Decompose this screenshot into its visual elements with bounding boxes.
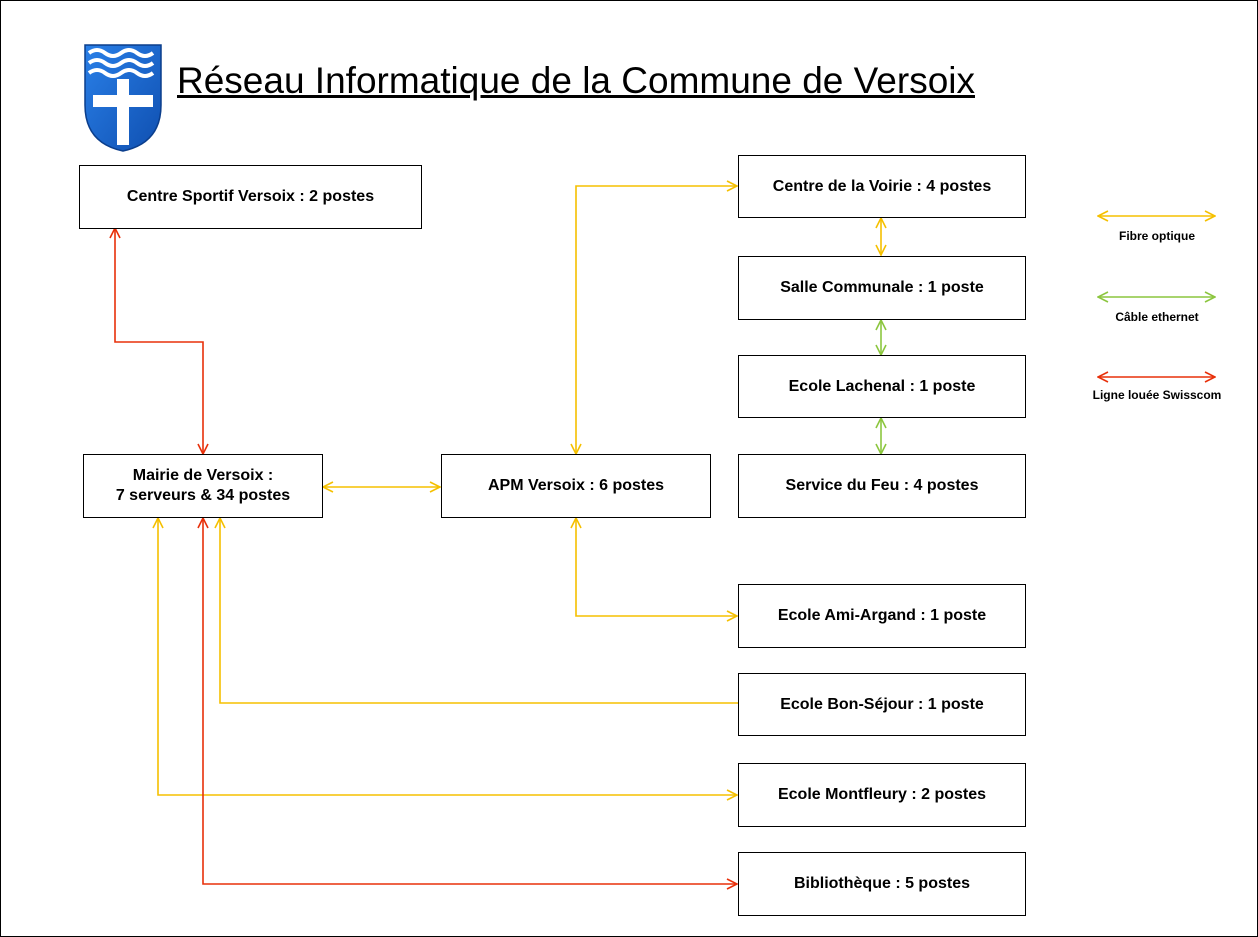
link-mairie-centre-sportif	[115, 228, 203, 454]
node-ecole-ami-argand: Ecole Ami-Argand : 1 poste	[738, 584, 1026, 648]
link-mairie-montfleury	[158, 518, 737, 795]
node-mairie-label-line1: Mairie de Versoix :	[132, 467, 274, 484]
node-service-feu-label: Service du Feu : 4 postes	[785, 477, 979, 494]
link-mairie-bibliotheque	[203, 518, 737, 884]
legend-fibre-label: Fibre optique	[1119, 229, 1195, 243]
node-ecole-montfleury: Ecole Montfleury : 2 postes	[738, 763, 1026, 827]
legend-ethernet-label: Câble ethernet	[1115, 310, 1199, 324]
node-ecole-bon-sejour: Ecole Bon-Séjour : 1 poste	[738, 673, 1026, 736]
node-bibliotheque: Bibliothèque : 5 postes	[738, 852, 1026, 916]
node-ecole-lachenal-label: Ecole Lachenal : 1 poste	[788, 377, 976, 395]
node-salle-communale-label: Salle Communale : 1 poste	[780, 279, 984, 296]
node-centre-sportif-label: Centre Sportif Versoix : 2 postes	[126, 188, 375, 205]
node-voirie-label: Centre de la Voirie : 4 postes	[772, 177, 992, 195]
node-apm: APM Versoix : 6 postes	[441, 454, 711, 518]
node-apm-label: APM Versoix : 6 postes	[487, 477, 665, 494]
node-ecole-bon-sejour-label: Ecole Bon-Séjour : 1 poste	[780, 695, 984, 713]
node-mairie: Mairie de Versoix : 7 serveurs & 34 post…	[83, 454, 323, 518]
node-centre-sportif: Centre Sportif Versoix : 2 postes	[79, 165, 422, 229]
link-apm-voirie	[576, 186, 737, 454]
node-ecole-lachenal: Ecole Lachenal : 1 poste	[738, 355, 1026, 418]
page-title: Réseau Informatique de la Commune de Ver…	[177, 60, 975, 101]
link-mairie-bon-sejour	[220, 518, 757, 703]
node-bibliotheque-label: Bibliothèque : 5 postes	[793, 875, 970, 892]
node-voirie: Centre de la Voirie : 4 postes	[738, 155, 1026, 218]
node-service-feu: Service du Feu : 4 postes	[738, 454, 1026, 518]
versoix-crest-logo	[84, 44, 162, 152]
legend-swisscom-label: Ligne louée Swisscom	[1092, 388, 1222, 402]
node-ecole-ami-argand-label: Ecole Ami-Argand : 1 poste	[777, 607, 987, 624]
node-mairie-label-line2: 7 serveurs & 34 postes	[115, 487, 291, 504]
node-ecole-montfleury-label: Ecole Montfleury : 2 postes	[777, 786, 987, 803]
node-salle-communale: Salle Communale : 1 poste	[738, 256, 1026, 320]
link-apm-ami-argand	[576, 518, 737, 616]
